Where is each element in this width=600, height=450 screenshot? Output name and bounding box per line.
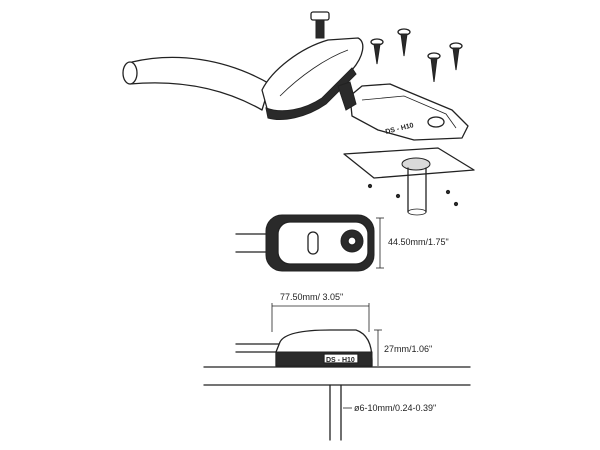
screw-2 bbox=[397, 28, 411, 57]
length-dimension: 77.50mm/ 3.05" bbox=[280, 292, 343, 302]
base-collar bbox=[337, 81, 357, 111]
cable bbox=[129, 56, 271, 111]
top-view: 44.50mm/1.75" bbox=[235, 214, 449, 272]
side-label-box bbox=[323, 353, 359, 364]
pipe-end bbox=[407, 208, 427, 216]
gland-base bbox=[349, 83, 469, 141]
screw-3 bbox=[427, 52, 441, 83]
cover-rim bbox=[265, 67, 357, 120]
base-hole bbox=[427, 116, 445, 128]
cover-ridge bbox=[279, 49, 349, 97]
screw-4 bbox=[449, 42, 463, 71]
exploded-view: DS - H10 bbox=[122, 11, 475, 216]
cap-center bbox=[347, 236, 357, 246]
width-dimension: 44.50mm/1.75" bbox=[388, 237, 449, 247]
side-view: 77.50mm/ 3.05" DS - H10 27mm/1.06" ø6-10… bbox=[203, 292, 471, 441]
drill-mark bbox=[453, 201, 459, 207]
height-dimension: 27mm/1.06" bbox=[384, 344, 432, 354]
cable-slot bbox=[307, 231, 319, 255]
cable-end bbox=[122, 61, 138, 85]
bolt bbox=[310, 11, 330, 39]
through-pipe bbox=[407, 167, 427, 213]
screw-1 bbox=[370, 38, 384, 65]
drill-mark bbox=[367, 183, 373, 189]
hole-dimension: ø6-10mm/0.24-0.39" bbox=[354, 403, 436, 413]
plate-hole bbox=[401, 157, 431, 171]
model-label-side: DS - H10 bbox=[326, 357, 355, 364]
drill-mark bbox=[445, 189, 451, 195]
drill-mark bbox=[395, 193, 401, 199]
base-inner-edge bbox=[361, 95, 457, 129]
